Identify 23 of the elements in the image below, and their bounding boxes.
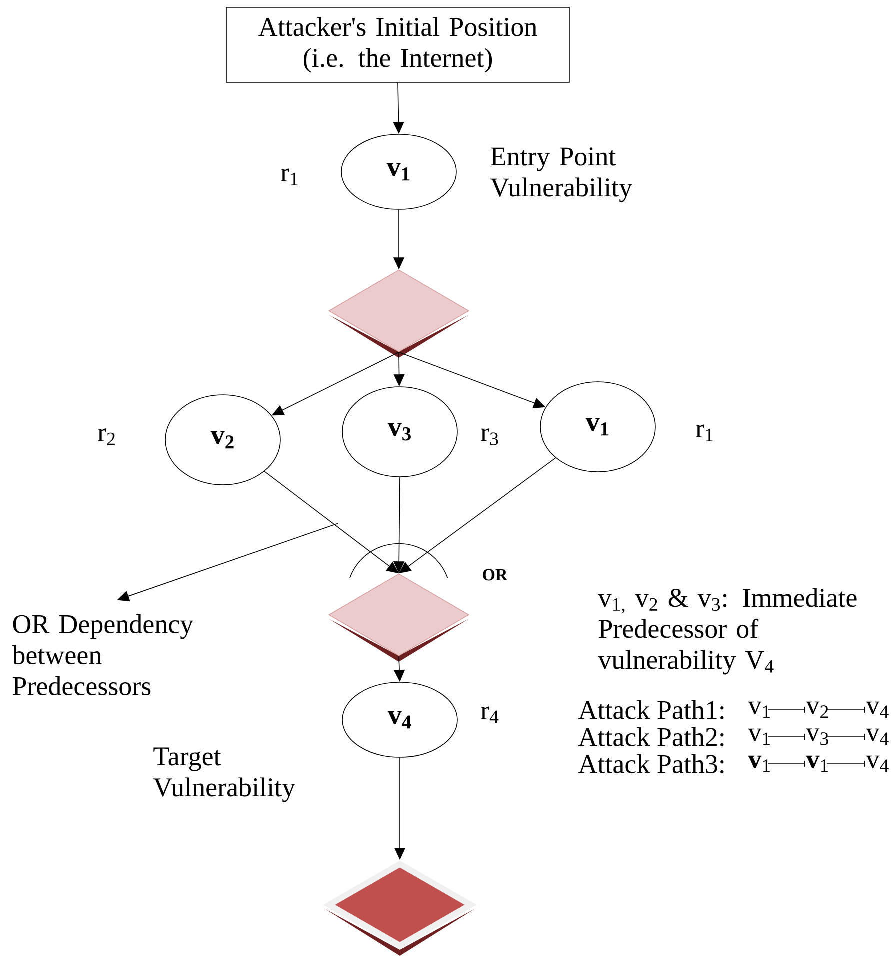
- beside-text: r$_{1}$: [281, 168, 298, 186]
- path-label: Attack Path1:: [578, 700, 724, 720]
- process-box: Attacker's Initial Position (i.e. the Internet): [226, 7, 570, 83]
- beside-text: Target Vulnerability: [154, 748, 296, 802]
- path-label: Attack Path3:: [578, 754, 724, 774]
- vertex-label: v$_{1}$: [748, 728, 770, 746]
- vertex-label: v$_{4}$: [866, 756, 889, 772]
- vertex-label: v$_{2}$: [806, 702, 828, 718]
- beside-text: r$_{3}$: [481, 428, 498, 446]
- vertex-label: v$_{1}$: [748, 756, 770, 772]
- vertex-label: v$_{4}$: [866, 728, 889, 746]
- beside-text: r$_{1}$: [696, 424, 713, 442]
- note-text: v$_{1,}$ v$_{2}$ & v$_{3}$: Immediate Predecessor of vulnerability V$_{4}$: [598, 588, 857, 675]
- vertex-label: v$_{1}$: [806, 756, 828, 772]
- vertex-label: v$_{4}$: [866, 702, 889, 718]
- note-text: OR Dependency between Predecessors: [12, 614, 194, 696]
- beside-text: r$_{4}$: [481, 706, 499, 724]
- beside-text: r$_{2}$: [98, 428, 115, 446]
- gate-label: OR: [483, 569, 508, 581]
- path-label: Attack Path2:: [578, 727, 724, 747]
- vertex-label: v$_{1}$: [748, 702, 770, 718]
- vertex-label: v$_{3}$: [806, 728, 828, 746]
- beside-text: Entry Point Vulnerability: [490, 148, 632, 202]
